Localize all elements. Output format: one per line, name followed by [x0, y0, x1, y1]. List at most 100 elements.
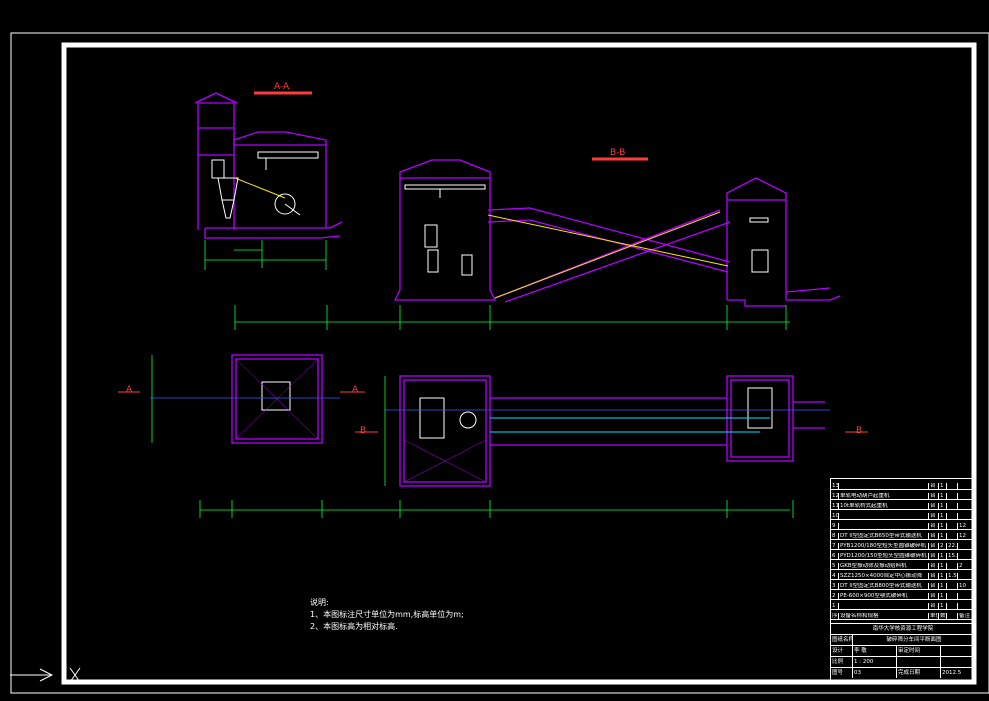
sheet-no-label: 图号 — [831, 668, 853, 678]
parts-cell-a — [947, 523, 958, 529]
date-label: 完成日期 — [897, 668, 941, 678]
parts-cell-a — [947, 583, 958, 589]
parts-cell-b — [958, 483, 974, 489]
parts-cell-unit: 台 — [929, 593, 939, 599]
designer: 李 敬 — [853, 646, 897, 656]
parts-cell-no: 3 — [831, 583, 839, 589]
section-b-b-equipment — [404, 184, 769, 299]
parts-cell-a — [947, 603, 958, 609]
parts-cell-unit: 台 — [929, 573, 939, 579]
parts-cell-b — [958, 603, 974, 609]
section-cut-lines — [118, 391, 868, 433]
parts-cell-name — [839, 603, 929, 609]
parts-cell-a: 15.3 — [948, 553, 958, 559]
parts-cell-name — [839, 513, 929, 519]
parts-cell-unit: 台 — [929, 543, 939, 549]
parts-cell-b — [958, 543, 974, 549]
scale-spacer-2 — [941, 657, 974, 667]
review-value — [941, 646, 974, 656]
parts-cell-b: 2 — [959, 563, 963, 569]
title-block-footer: 南华大学核资源工程学院 图纸名称 破碎筛分车间平断面图 设计 李 敬 审定时间 … — [831, 623, 974, 678]
parts-cell-a — [947, 513, 958, 519]
notes-line-2: 2、本图标高为相对标高. — [310, 622, 398, 631]
parts-cell-qty: 1 — [939, 513, 947, 519]
parts-cell-no: 10 — [832, 513, 839, 519]
parts-cell-qty: 数量 — [940, 613, 947, 619]
parts-cell-qty: 1 — [939, 503, 947, 509]
parts-cell-b: 12 — [959, 523, 966, 529]
parts-cell-b — [958, 493, 974, 499]
parts-cell-a: 22.8 — [948, 543, 958, 549]
parts-cell-qty: 2 — [939, 543, 947, 549]
parts-cell-a: 1.5 — [948, 573, 958, 579]
section-title-a-a: A-A — [274, 82, 290, 92]
parts-cell-no: 11 — [832, 503, 839, 509]
parts-cell-name: PE-600×900型颚式破碎机 — [839, 593, 929, 599]
plan-view-dimensions — [151, 355, 794, 518]
notes-line-1: 1、本图标注尺寸单位为mm,标高单位为m; — [310, 610, 464, 619]
parts-cell-name: GKB型振动筛及振动给料机 — [839, 563, 929, 569]
parts-cell-no: 5 — [831, 563, 839, 569]
parts-cell-no: 6 — [831, 553, 839, 559]
review-label: 审定时间 — [897, 646, 941, 656]
parts-cell-a — [947, 593, 958, 599]
section-mark-b-left: B — [360, 426, 367, 436]
parts-cell-unit: 台 — [929, 603, 939, 609]
plan-view-equipment — [235, 358, 773, 483]
parts-cell-qty: 1 — [939, 533, 947, 539]
parts-cell-name: 设备名称和规格 — [839, 613, 929, 619]
parts-cell-unit: 台 — [929, 583, 939, 589]
parts-cell-name — [839, 483, 929, 489]
parts-cell-b — [958, 573, 974, 579]
parts-cell-qty: 1 — [939, 493, 947, 499]
parts-cell-qty: 1 — [939, 523, 947, 529]
parts-cell-name: PYD1200/150型短头型圆锥破碎机 — [839, 553, 929, 559]
plan-view-axis — [150, 397, 830, 411]
parts-cell-b: 10 — [959, 583, 966, 589]
section-mark-a-right: A — [352, 385, 359, 395]
parts-cell-name — [839, 523, 929, 529]
drawing-notes: 说明: 1、本图标注尺寸单位为mm,标高单位为m; 2、本图标高为相对标高. — [310, 597, 464, 633]
section-a-a-elevation — [194, 92, 343, 239]
parts-cell-qty: 1 — [939, 563, 947, 569]
parts-cell-unit: 台 — [929, 503, 939, 509]
plan-view-structure — [231, 354, 825, 487]
parts-cell-a — [947, 493, 958, 499]
section-b-b-dimensions — [234, 305, 790, 330]
parts-cell-unit: 单位 — [929, 613, 939, 619]
parts-cell-no: 4 — [831, 573, 839, 579]
sheet-no: 03 — [853, 668, 897, 678]
parts-cell-a — [947, 533, 958, 539]
parts-cell-a — [947, 613, 958, 619]
outer-frame — [10, 32, 989, 694]
inner-frame — [61, 42, 977, 685]
parts-cell-name: DT II型固定式B800型带式输送机 — [839, 583, 929, 589]
parts-cell-no: 12 — [832, 493, 839, 499]
school-name: 南华大学核资源工程学院 — [872, 626, 934, 632]
parts-cell-no: 8 — [831, 533, 839, 539]
drawing-name: 破碎筛分车间平断面图 — [886, 637, 942, 643]
parts-cell-a — [947, 563, 958, 569]
parts-cell-unit: 台 — [929, 483, 939, 489]
parts-cell-no: 13 — [832, 483, 839, 489]
date-value: 2012.5 — [942, 670, 962, 676]
section-a-a-equipment — [211, 151, 319, 219]
design-label: 设计 — [831, 646, 853, 656]
parts-cell-name: DT II型固定式B650型带式输送机 — [839, 533, 929, 539]
parts-cell-b — [958, 513, 974, 519]
section-a-a-dimensions — [204, 240, 327, 270]
parts-row: 序号设备名称和规格单位数量备注 — [831, 613, 974, 620]
parts-cell-a — [947, 483, 958, 489]
